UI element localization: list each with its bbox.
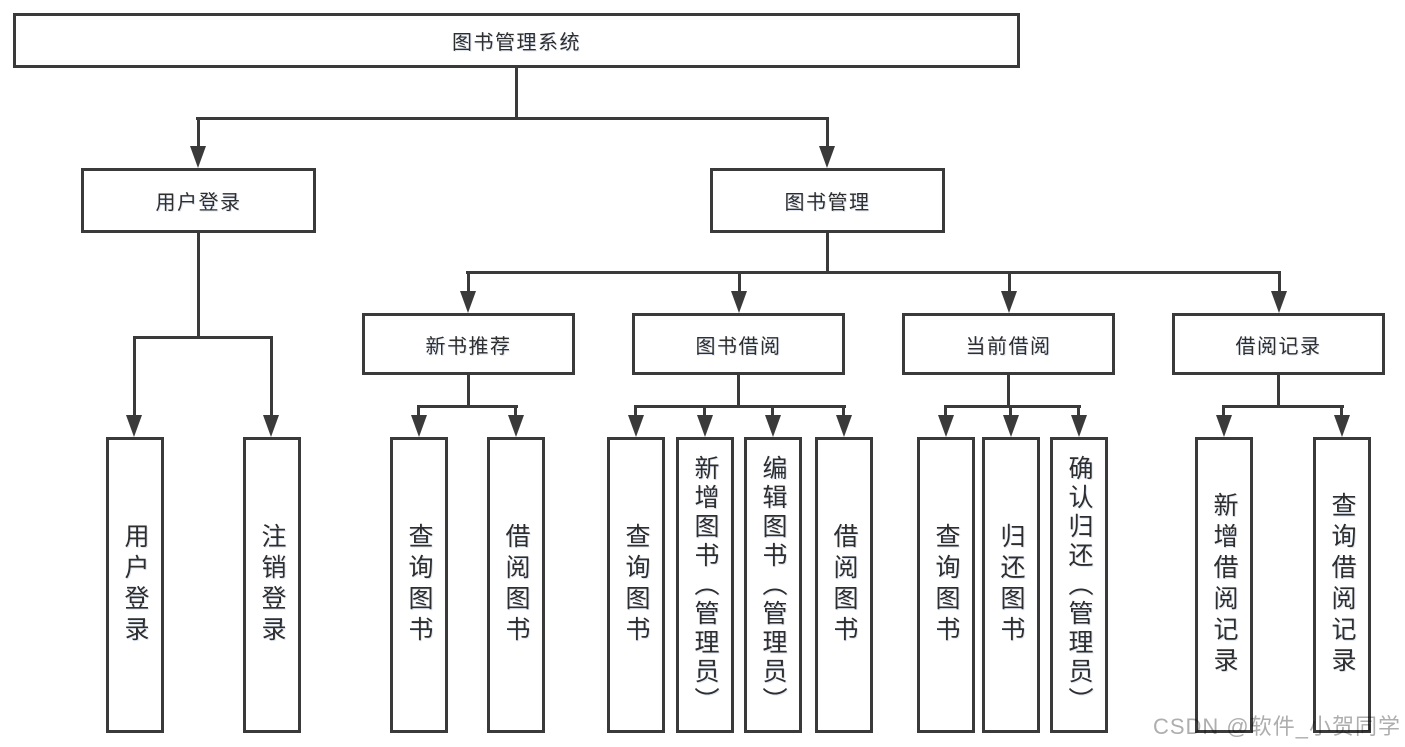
node-new-book-recommend: 新书推荐 bbox=[362, 313, 575, 375]
leaf-user-login: 用户登录 bbox=[106, 437, 164, 733]
connector-drop-new-book bbox=[467, 271, 470, 295]
leaf-logout: 注销登录 bbox=[243, 437, 301, 733]
arrow-down-icon bbox=[731, 291, 747, 313]
arrow-down-icon bbox=[460, 291, 476, 313]
node-library-management-system: 图书管理系统 bbox=[13, 13, 1020, 68]
connector-drop-user-login bbox=[197, 117, 200, 150]
arrow-down-icon bbox=[697, 415, 713, 437]
arrow-down-icon bbox=[411, 415, 427, 437]
arrow-down-icon bbox=[126, 415, 142, 437]
node-book-borrowing: 图书借阅 bbox=[632, 313, 845, 375]
connector-drop-leaf bbox=[1009, 405, 1012, 419]
connector-drop-leaf bbox=[1222, 405, 1225, 419]
arrow-down-icon bbox=[1001, 291, 1017, 313]
connector-rail bbox=[1222, 405, 1344, 408]
connector-drop-leaf bbox=[1077, 405, 1080, 419]
connector-rail bbox=[417, 405, 518, 408]
connector-root-stem bbox=[515, 68, 518, 120]
arrow-down-icon bbox=[190, 146, 206, 168]
arrow-down-icon bbox=[836, 415, 852, 437]
connector-drop-leaf bbox=[417, 405, 420, 419]
leaf-edit-books-admin: 编辑图书（管理员） bbox=[744, 437, 802, 733]
connector-level3-rail bbox=[466, 271, 1281, 274]
arrow-down-icon bbox=[819, 146, 835, 168]
connector-book-management-stem bbox=[826, 233, 829, 273]
node-borrowing-records: 借阅记录 bbox=[1172, 313, 1385, 375]
connector-user-login-stem bbox=[197, 233, 200, 338]
node-book-management: 图书管理 bbox=[710, 168, 945, 233]
connector-level2-rail bbox=[196, 117, 829, 120]
connector-stem bbox=[737, 375, 740, 407]
connector-stem bbox=[1277, 375, 1280, 407]
arrow-down-icon bbox=[938, 415, 954, 437]
arrow-down-icon bbox=[1334, 415, 1350, 437]
arrow-down-icon bbox=[508, 415, 524, 437]
leaf-add-borrow-record: 新增借阅记录 bbox=[1195, 437, 1253, 733]
leaf-return-books: 归还图书 bbox=[982, 437, 1040, 733]
connector-drop-leaf bbox=[944, 405, 947, 419]
connector-drop-leaf bbox=[842, 405, 845, 419]
arrow-down-icon bbox=[628, 415, 644, 437]
connector-drop-leaf bbox=[703, 405, 706, 419]
leaf-confirm-return-admin: 确认归还（管理员） bbox=[1050, 437, 1108, 733]
leaf-query-books: 查询图书 bbox=[390, 437, 448, 733]
leaf-query-books: 查询图书 bbox=[607, 437, 665, 733]
connector-drop-current-borrow bbox=[1008, 271, 1011, 295]
connector-user-login-rail bbox=[133, 336, 272, 339]
arrow-down-icon bbox=[1271, 291, 1287, 313]
leaf-add-books-admin: 新增图书（管理员） bbox=[676, 437, 734, 733]
connector-drop-leaf bbox=[771, 405, 774, 419]
arrow-down-icon bbox=[765, 415, 781, 437]
leaf-borrow-books: 借阅图书 bbox=[815, 437, 873, 733]
connector-drop-leaf bbox=[133, 336, 136, 419]
arrow-down-icon bbox=[263, 415, 279, 437]
leaf-query-books: 查询图书 bbox=[917, 437, 975, 733]
connector-drop-book-borrow bbox=[738, 271, 741, 295]
connector-drop-leaf bbox=[634, 405, 637, 419]
arrow-down-icon bbox=[1216, 415, 1232, 437]
node-user-login: 用户登录 bbox=[81, 168, 316, 233]
connector-stem bbox=[467, 375, 470, 407]
connector-drop-leaf bbox=[1340, 405, 1343, 419]
connector-rail bbox=[634, 405, 846, 408]
leaf-query-borrow-record: 查询借阅记录 bbox=[1313, 437, 1371, 733]
leaf-borrow-books: 借阅图书 bbox=[487, 437, 545, 733]
csdn-watermark: CSDN @软件_小贺同学 bbox=[1152, 714, 1401, 739]
connector-drop-book-management bbox=[826, 117, 829, 150]
connector-rail bbox=[944, 405, 1081, 408]
connector-drop-borrow-records bbox=[1278, 271, 1281, 295]
connector-drop-leaf bbox=[270, 336, 273, 419]
arrow-down-icon bbox=[1003, 415, 1019, 437]
connector-stem bbox=[1007, 375, 1010, 407]
arrow-down-icon bbox=[1071, 415, 1087, 437]
connector-drop-leaf bbox=[514, 405, 517, 419]
node-current-borrowing: 当前借阅 bbox=[902, 313, 1115, 375]
